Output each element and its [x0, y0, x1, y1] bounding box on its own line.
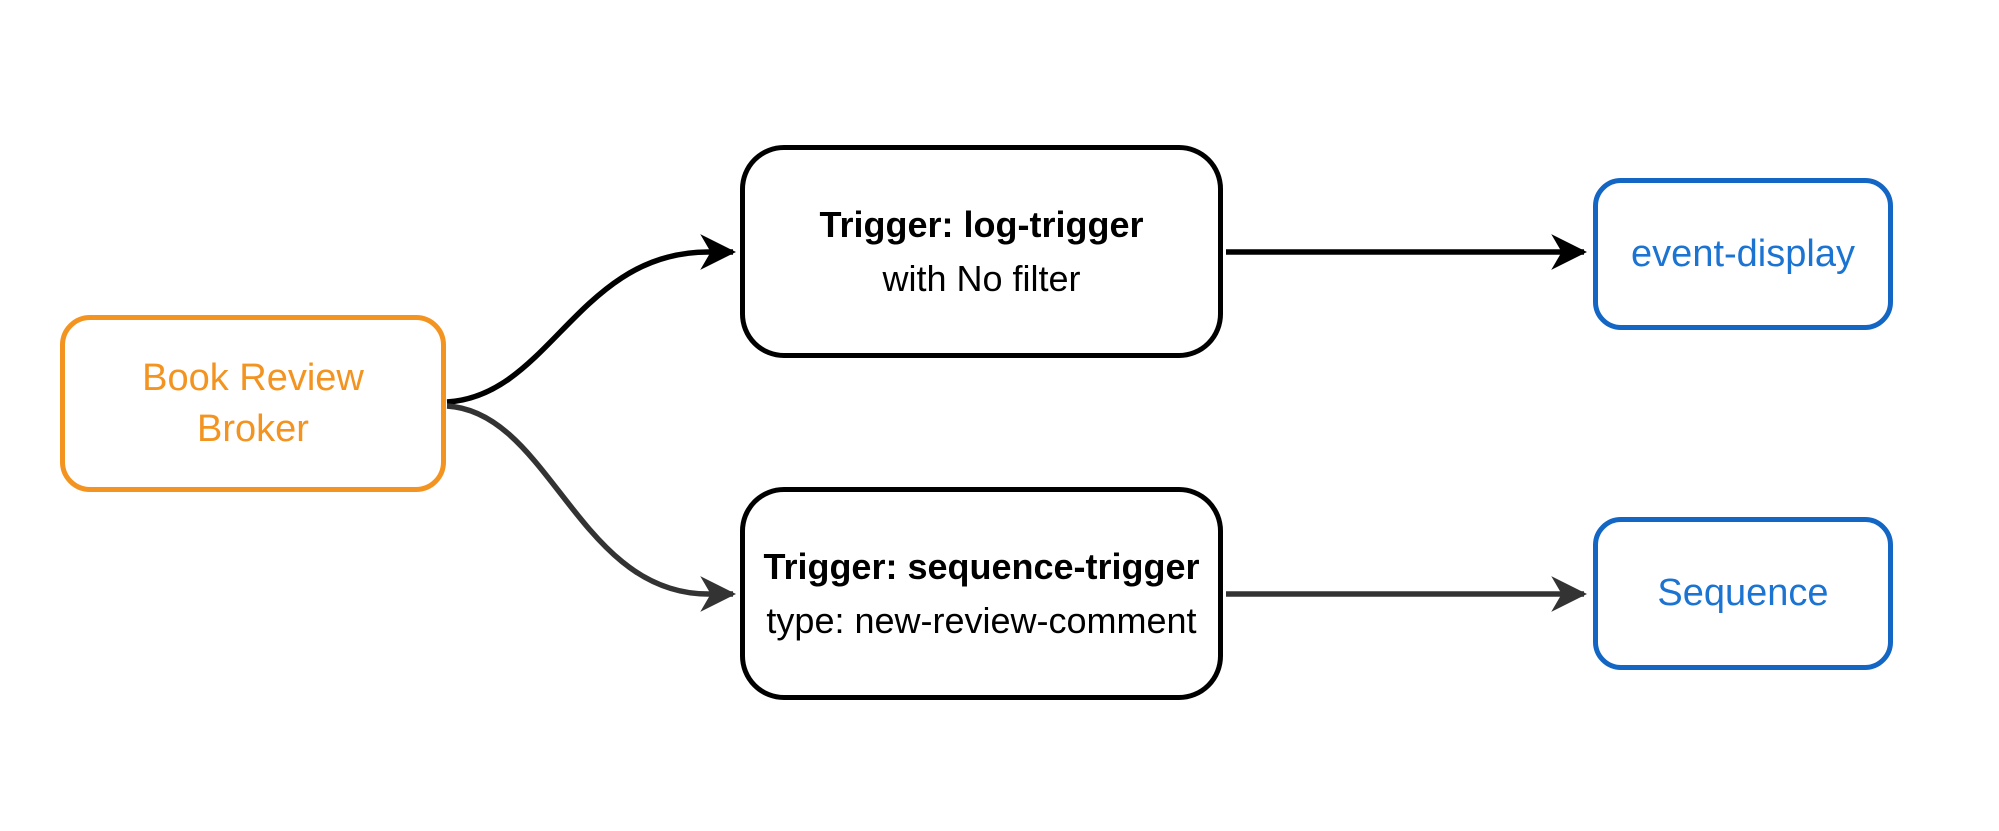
sequence-trigger-node: Trigger: sequence-trigger type: new-revi… [740, 487, 1223, 700]
log-trigger-title: Trigger: log-trigger [819, 203, 1144, 245]
broker-node: Book Review Broker [60, 315, 446, 492]
event-display-node: event-display [1593, 178, 1893, 330]
sequence-trigger-title: Trigger: sequence-trigger [763, 545, 1200, 587]
broker-label-line1: Book Review [142, 356, 364, 399]
sequence-trigger-subtitle: type: new-review-comment [766, 599, 1197, 641]
sequence-node: Sequence [1593, 517, 1893, 670]
log-trigger-node: Trigger: log-trigger with No filter [740, 145, 1223, 358]
log-trigger-subtitle: with No filter [882, 257, 1081, 299]
edge-broker-to-sequence-trigger [446, 403, 736, 612]
edge-broker-to-log-trigger [446, 234, 736, 405]
broker-label-line2: Broker [197, 407, 309, 450]
sequence-label: Sequence [1657, 572, 1829, 614]
event-display-label: event-display [1631, 232, 1855, 275]
